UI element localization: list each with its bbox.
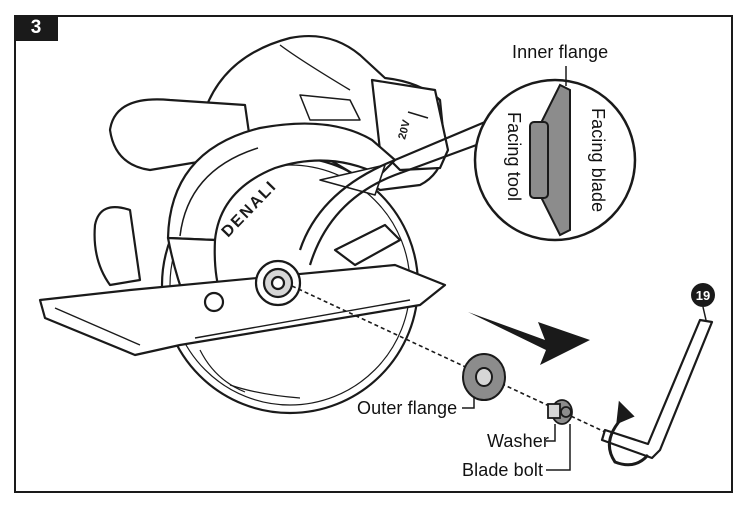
inner-flange-label: Inner flange [512,42,609,62]
callout-leader-line [308,138,491,266]
washer-label: Washer [487,431,549,451]
hex-wrench-icon [600,318,714,460]
battery-badge-logo: 20V [396,118,413,141]
outer-flange-icon [462,353,506,401]
circular-saw-icon [38,34,450,415]
blade-bolt-label: Blade bolt [462,460,544,480]
inner-flange-icon [529,66,571,237]
facing-blade-label: Facing blade [588,108,608,213]
facing-tool-label: Facing tool [504,112,524,202]
outer-flange-label: Outer flange [357,398,458,418]
wrench-ref-number: 19 [696,288,710,303]
direction-arrow-icon [468,312,590,365]
step-number-badge: 3 [14,15,58,41]
blade-bolt-icon [547,403,572,419]
rotation-arrow-icon [607,400,650,467]
wrench-ref-badge [691,283,715,307]
